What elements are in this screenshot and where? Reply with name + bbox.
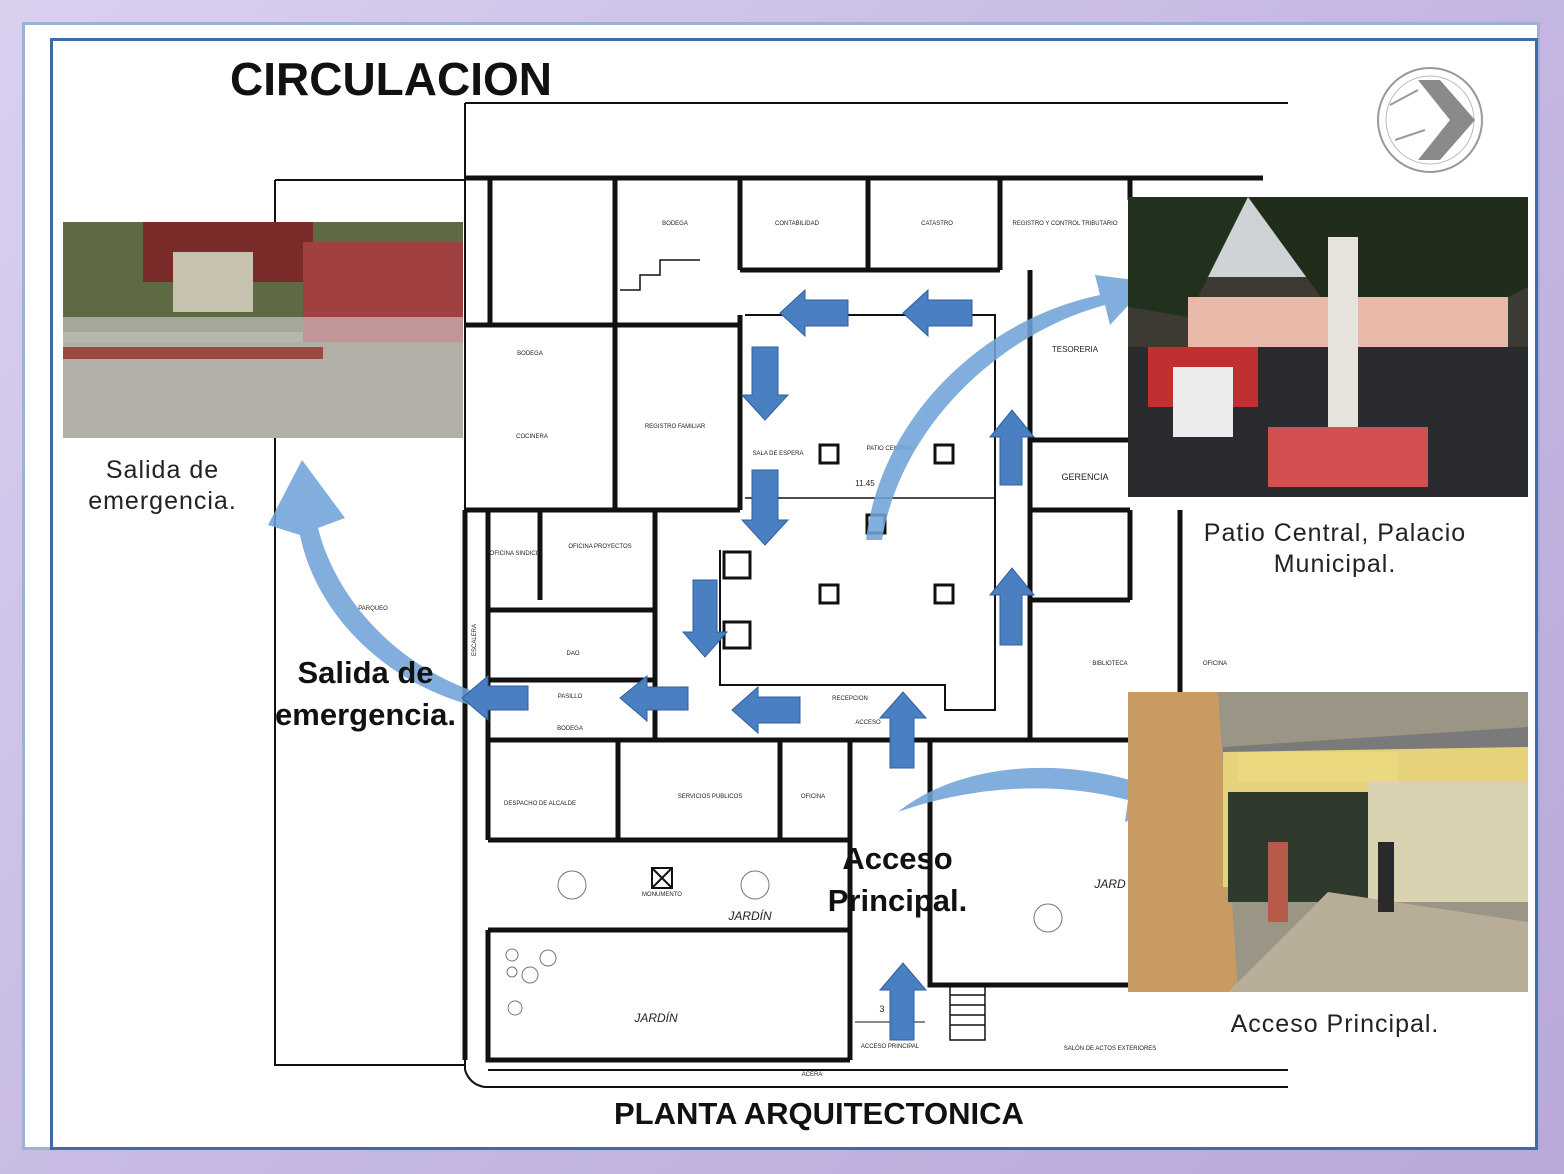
emergency-exit-label: Salida de emergencia. bbox=[275, 655, 456, 732]
room-label: JARD bbox=[1093, 877, 1126, 891]
room-label: DESPACHO DE ALCALDE bbox=[504, 801, 576, 807]
flow-arrow-up bbox=[878, 962, 928, 1041]
room-label: MONUMENTO bbox=[642, 892, 682, 898]
room-label: CATASTRO bbox=[921, 221, 953, 227]
flow-arrow-down bbox=[740, 346, 790, 421]
flow-arrow-left bbox=[779, 288, 849, 338]
room-label: SERVICIOS PUBLICOS bbox=[678, 794, 743, 800]
flow-arrow-left bbox=[619, 674, 689, 723]
room-label: SALÓN DE ACTOS EXTERIORES bbox=[1064, 1045, 1157, 1052]
room-label: OFICINA SINDICO bbox=[490, 551, 541, 557]
room-label: TESORERIA bbox=[1052, 345, 1099, 354]
room-label: OFICINA bbox=[801, 794, 825, 800]
dimension-label: 11.45 bbox=[855, 479, 875, 488]
flow-arrow-up bbox=[988, 567, 1036, 646]
room-label: ESCALERA bbox=[472, 624, 478, 656]
room-label: ACCESO bbox=[855, 720, 881, 726]
room-label: BODEGA bbox=[557, 726, 583, 732]
page-title: CIRCULACION bbox=[230, 53, 552, 105]
emergency-exit-caption: Salida de emergencia. bbox=[88, 456, 237, 515]
slide-frame bbox=[50, 38, 1538, 1150]
compass-logo-icon bbox=[1377, 67, 1483, 173]
flow-arrow-down bbox=[740, 469, 790, 546]
plan-subtitle: PLANTA ARQUITECTONICA bbox=[614, 1096, 1024, 1131]
room-label: PARQUEO bbox=[358, 606, 388, 612]
room-label: RECEPCION bbox=[832, 696, 868, 702]
room-label: JARDÍN bbox=[727, 908, 772, 923]
curved-arrow-emergency bbox=[268, 460, 470, 705]
room-label: GERENCIA bbox=[1061, 472, 1108, 482]
patio-central-caption: Patio Central, Palacio Municipal. bbox=[1203, 519, 1467, 578]
room-label: BIBLIOTECA bbox=[1092, 661, 1127, 667]
main-access-photo bbox=[1128, 692, 1528, 992]
emergency-exit-photo bbox=[63, 222, 463, 438]
room-label: COCINERA bbox=[516, 434, 548, 440]
flow-arrow-left bbox=[902, 288, 973, 338]
room-label: BODEGA bbox=[517, 351, 543, 357]
room-label: SALA DE ESPERA bbox=[752, 451, 803, 457]
room-label: DAO bbox=[566, 651, 579, 657]
room-label: REGISTRO FAMILIAR bbox=[645, 424, 706, 430]
flow-arrow-left bbox=[461, 674, 529, 722]
room-label: OFICINA bbox=[1203, 661, 1227, 667]
flow-arrow-up bbox=[988, 409, 1036, 486]
room-label: OFICINA PROYECTOS bbox=[568, 544, 631, 550]
flow-arrow-left bbox=[731, 685, 801, 735]
site-line-bottom bbox=[464, 1069, 1288, 1088]
main-access-caption: Acceso Principal. bbox=[1230, 1010, 1440, 1038]
main-access-label: Acceso Principal. bbox=[827, 841, 968, 918]
flow-arrow-down bbox=[681, 579, 729, 658]
room-label: ACERA bbox=[802, 1072, 823, 1078]
room-label: JARDÍN bbox=[633, 1010, 678, 1025]
patio-central-photo bbox=[1128, 197, 1528, 497]
curved-arrow-access bbox=[898, 758, 1175, 822]
room-label: PATIO CENTRAL bbox=[867, 446, 914, 452]
dimension-label: 3 bbox=[879, 1004, 884, 1014]
room-label: BODEGA bbox=[662, 221, 688, 227]
room-label: REGISTRO Y CONTROL TRIBUTARIO bbox=[1012, 221, 1117, 227]
parking-outline bbox=[274, 179, 465, 1066]
flow-arrow-up bbox=[878, 691, 928, 769]
room-label: PASILLO bbox=[558, 694, 583, 700]
room-label: CONTABILIDAD bbox=[775, 221, 820, 227]
curved-arrow-patio bbox=[866, 275, 1150, 540]
room-label: ACCESO PRINCIPAL bbox=[861, 1044, 920, 1050]
